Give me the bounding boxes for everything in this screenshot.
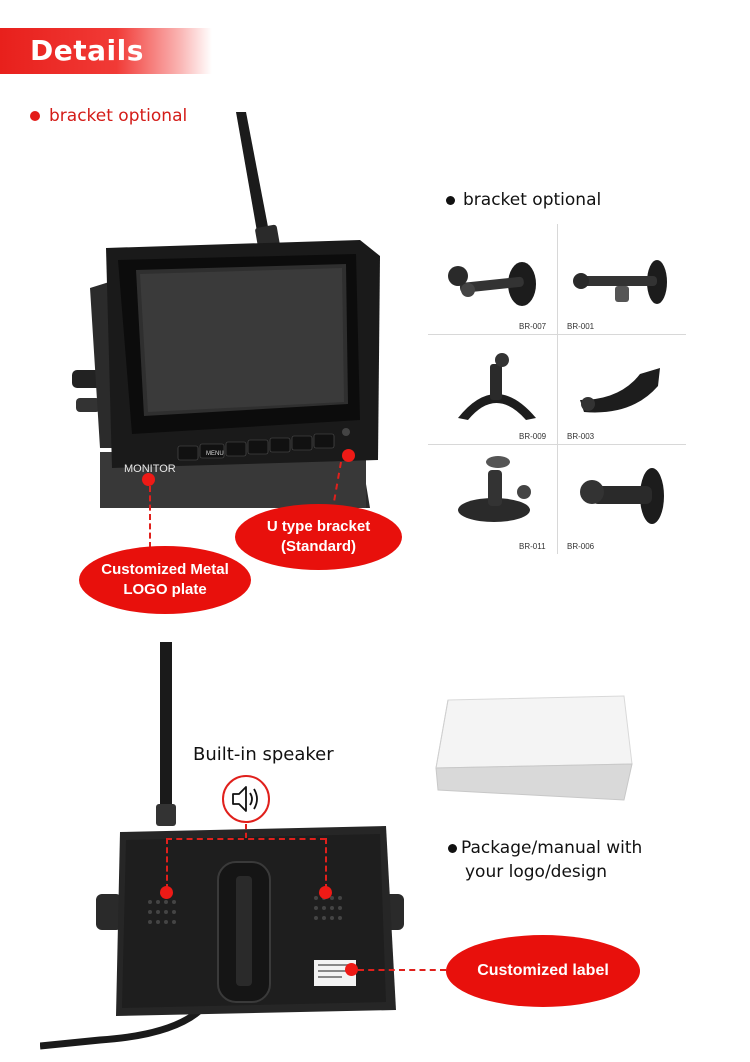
speaker-leader-stem bbox=[245, 824, 247, 838]
label-hotspot bbox=[345, 963, 358, 976]
monitor-front-image: MENU MONITOR bbox=[72, 112, 380, 508]
monitor-rear-image bbox=[40, 642, 404, 1050]
bracket-optional-note-left: bracket optional bbox=[30, 106, 187, 126]
speaker-leader-left bbox=[166, 838, 168, 890]
page-title: Details bbox=[30, 34, 144, 67]
bracket-optional-note-right: bracket optional bbox=[446, 190, 601, 210]
u-bracket-callout: U type bracket (Standard) bbox=[235, 504, 402, 570]
speaker-leader-bar bbox=[166, 838, 326, 840]
speaker-icon bbox=[222, 775, 270, 823]
grid-divider-vertical bbox=[557, 224, 558, 554]
package-note: Package/manual with your logo/design bbox=[448, 836, 642, 884]
grid-divider-row2 bbox=[428, 444, 686, 445]
package-box-image bbox=[435, 695, 633, 801]
bullet-icon bbox=[446, 195, 455, 205]
monitor-logo-text: MONITOR bbox=[124, 463, 176, 475]
u-bracket-hotspot bbox=[342, 449, 355, 462]
bracket-image-br007 bbox=[448, 262, 536, 306]
bracket-image-br001 bbox=[573, 260, 667, 304]
bracket-image-br003 bbox=[580, 368, 660, 413]
speaker-left-hotspot bbox=[160, 886, 173, 899]
bracket-code: BR-001 bbox=[567, 322, 595, 331]
bracket-image-br011 bbox=[458, 456, 531, 522]
logo-plate-hotspot bbox=[142, 473, 155, 486]
bracket-code: BR-007 bbox=[519, 322, 547, 331]
logo-plate-callout: Customized Metal LOGO plate bbox=[79, 546, 251, 614]
customized-label-callout: Customized label bbox=[446, 935, 640, 1007]
menu-text: MENU bbox=[206, 451, 224, 457]
bullet-icon bbox=[448, 843, 457, 853]
bracket-code: BR-003 bbox=[567, 432, 595, 441]
bracket-image-br006 bbox=[580, 468, 664, 524]
bracket-code: BR-009 bbox=[519, 432, 547, 441]
logo-plate-leader bbox=[149, 486, 151, 548]
header-banner bbox=[0, 28, 212, 74]
speaker-leader-right bbox=[325, 838, 327, 890]
label-leader bbox=[358, 969, 446, 971]
speaker-label: Built-in speaker bbox=[193, 744, 334, 765]
bracket-code: BR-011 bbox=[519, 542, 546, 551]
bracket-code: BR-006 bbox=[567, 542, 595, 551]
bracket-image-br009 bbox=[458, 353, 536, 420]
grid-divider-row1 bbox=[428, 334, 686, 335]
speaker-right-hotspot bbox=[319, 886, 332, 899]
bullet-icon bbox=[30, 111, 40, 121]
